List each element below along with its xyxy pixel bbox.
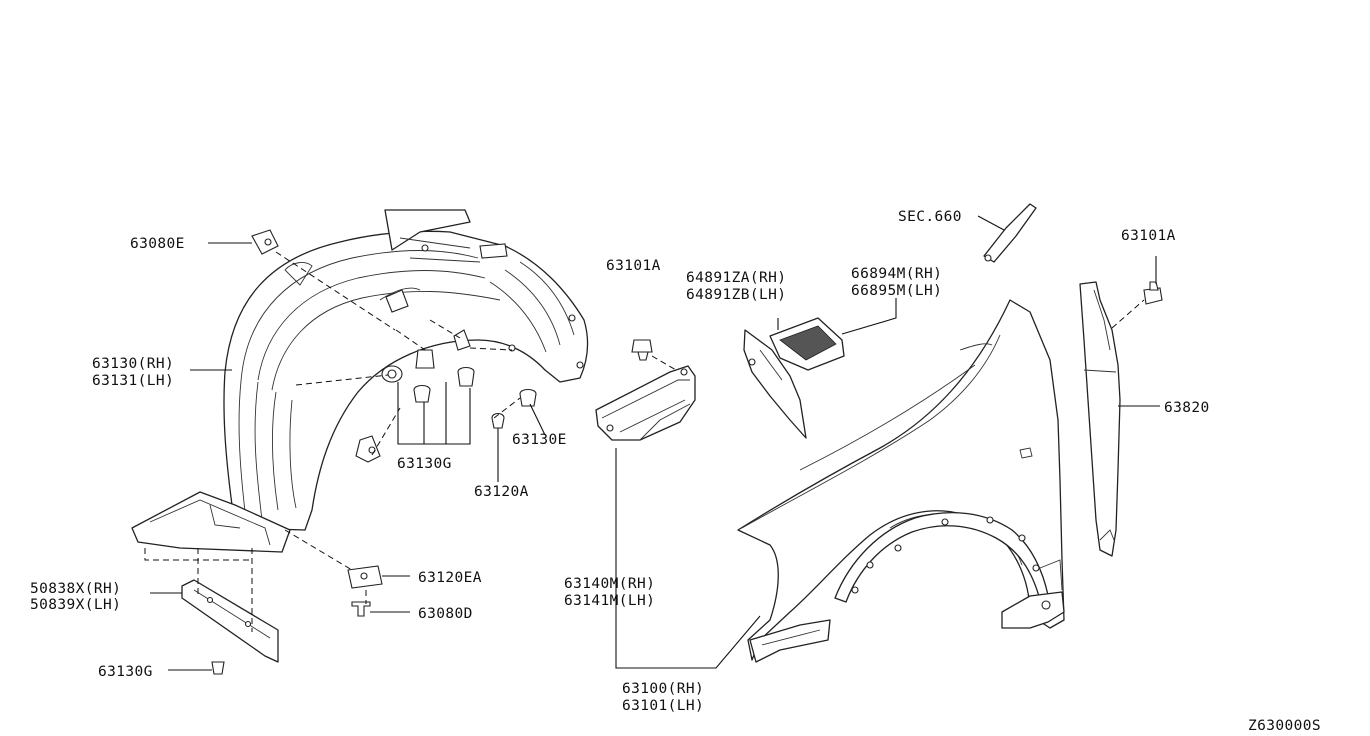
label-grille-rh: 66894M(RH) [851, 266, 942, 282]
label-63101a-right: 63101A [1121, 228, 1176, 244]
fender-panel [737, 299, 1065, 663]
label-bracket-lh: 63141M(LH) [564, 593, 655, 609]
liner-clips [211, 229, 537, 675]
fender-liner [131, 209, 589, 553]
label-63120a: 63120A [474, 484, 529, 500]
splash-protector [181, 579, 279, 663]
diagram-id: Z630000S [1248, 718, 1321, 734]
label-63080e: 63080E [130, 236, 185, 252]
mud-guard [1079, 256, 1163, 557]
label-fender-rh: 63100(RH) [622, 681, 704, 697]
label-protector-lh: 50839X(LH) [30, 597, 121, 613]
label-63130g-mid: 63130G [397, 456, 452, 472]
label-63820: 63820 [1164, 400, 1210, 416]
sec-660-part [977, 203, 1037, 263]
label-protector-rh: 50838X(RH) [30, 581, 121, 597]
label-liner-rh: 63130(RH) [92, 356, 174, 372]
assembly-dashed-lines-left [144, 251, 521, 632]
label-63120ea: 63120EA [418, 570, 482, 586]
label-grille-lh: 66895M(LH) [851, 283, 942, 299]
label-63130g-low: 63130G [98, 664, 153, 680]
label-seal-rh: 64891ZA(RH) [686, 270, 786, 286]
label-seal-lh: 64891ZB(LH) [686, 287, 786, 303]
label-63080d: 63080D [418, 606, 473, 622]
label-bracket-rh: 63140M(RH) [564, 576, 655, 592]
label-liner-lh: 63131(LH) [92, 373, 174, 389]
label-63130e: 63130E [512, 432, 567, 448]
leader-lines-left [150, 242, 546, 671]
label-63101a-mid: 63101A [606, 258, 661, 274]
fender-bracket [595, 339, 761, 669]
label-sec-660: SEC.660 [898, 209, 962, 225]
label-fender-lh: 63101(LH) [622, 698, 704, 714]
seal-and-grille [743, 298, 897, 439]
